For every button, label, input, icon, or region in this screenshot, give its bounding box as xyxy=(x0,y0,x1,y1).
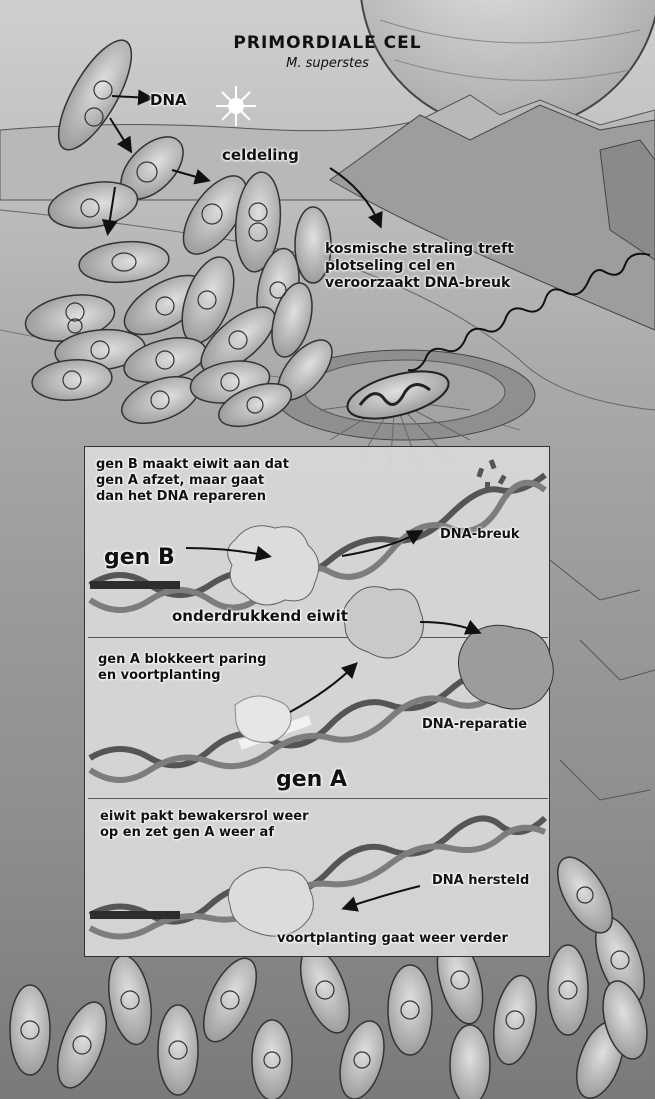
label-genB: gen B xyxy=(104,545,175,572)
label-reproduction-resumes: voortplanting gaat weer verder xyxy=(277,931,508,947)
label-genA: gen A xyxy=(276,767,347,794)
protein-genB xyxy=(228,526,319,605)
label-genA-description: gen A blokkeert paring en voortplanting xyxy=(98,652,266,684)
page-title: PRIMORDIALE CEL xyxy=(0,33,655,54)
protein-bound xyxy=(228,868,313,937)
label-suppressor-protein: onderdrukkend eiwit xyxy=(172,607,348,625)
label-dna-repair: DNA-reparatie xyxy=(422,717,527,733)
label-cosmic-radiation: kosmische straling treft plotseling cel … xyxy=(325,241,514,292)
label-dna-restored: DNA hersteld xyxy=(432,873,529,889)
dna-break-fragments xyxy=(476,459,506,490)
protein-suppressor xyxy=(343,587,423,658)
label-genB-description: gen B maakt eiwit aan dat gen A afzet, m… xyxy=(96,457,289,505)
label-dna: DNA xyxy=(150,91,187,109)
label-protein-guard: eiwit pakt bewakersrol weer op en zet ge… xyxy=(100,809,309,841)
label-dna-break: DNA-breuk xyxy=(440,527,520,543)
page-subtitle: M. superstes xyxy=(0,56,655,72)
label-celdeling: celdeling xyxy=(222,146,299,164)
protein-repair xyxy=(458,625,553,709)
protein-genA xyxy=(235,696,291,742)
